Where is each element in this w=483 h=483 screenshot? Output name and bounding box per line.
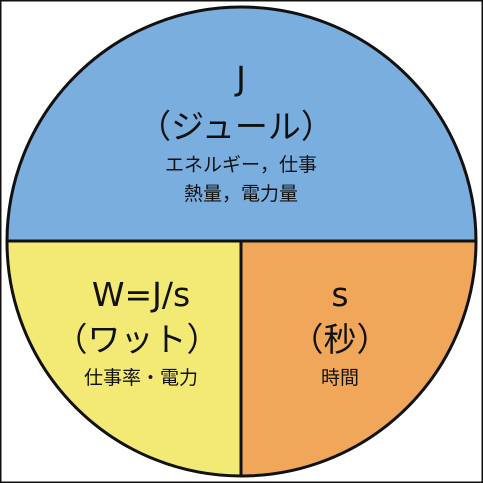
top-unit-name: （ジュール） [138,107,334,146]
top-symbol: J [234,59,246,98]
bottom-right-description: 時間 [321,367,359,389]
top-description-line1: エネルギー，仕事 [165,154,317,176]
top-description-line2: 熱量，電力量 [184,183,298,205]
bottom-left-description: 仕事率・電力 [84,367,198,389]
bottom-right-unit-name: （秒） [291,320,390,359]
bottom-left-unit-name: （ワット） [55,320,220,359]
bottom-left-symbol: W=J/s [92,275,190,314]
circle-outline [5,5,478,478]
bottom-right-symbol: s [331,275,348,314]
bottom-right-region [241,241,476,476]
